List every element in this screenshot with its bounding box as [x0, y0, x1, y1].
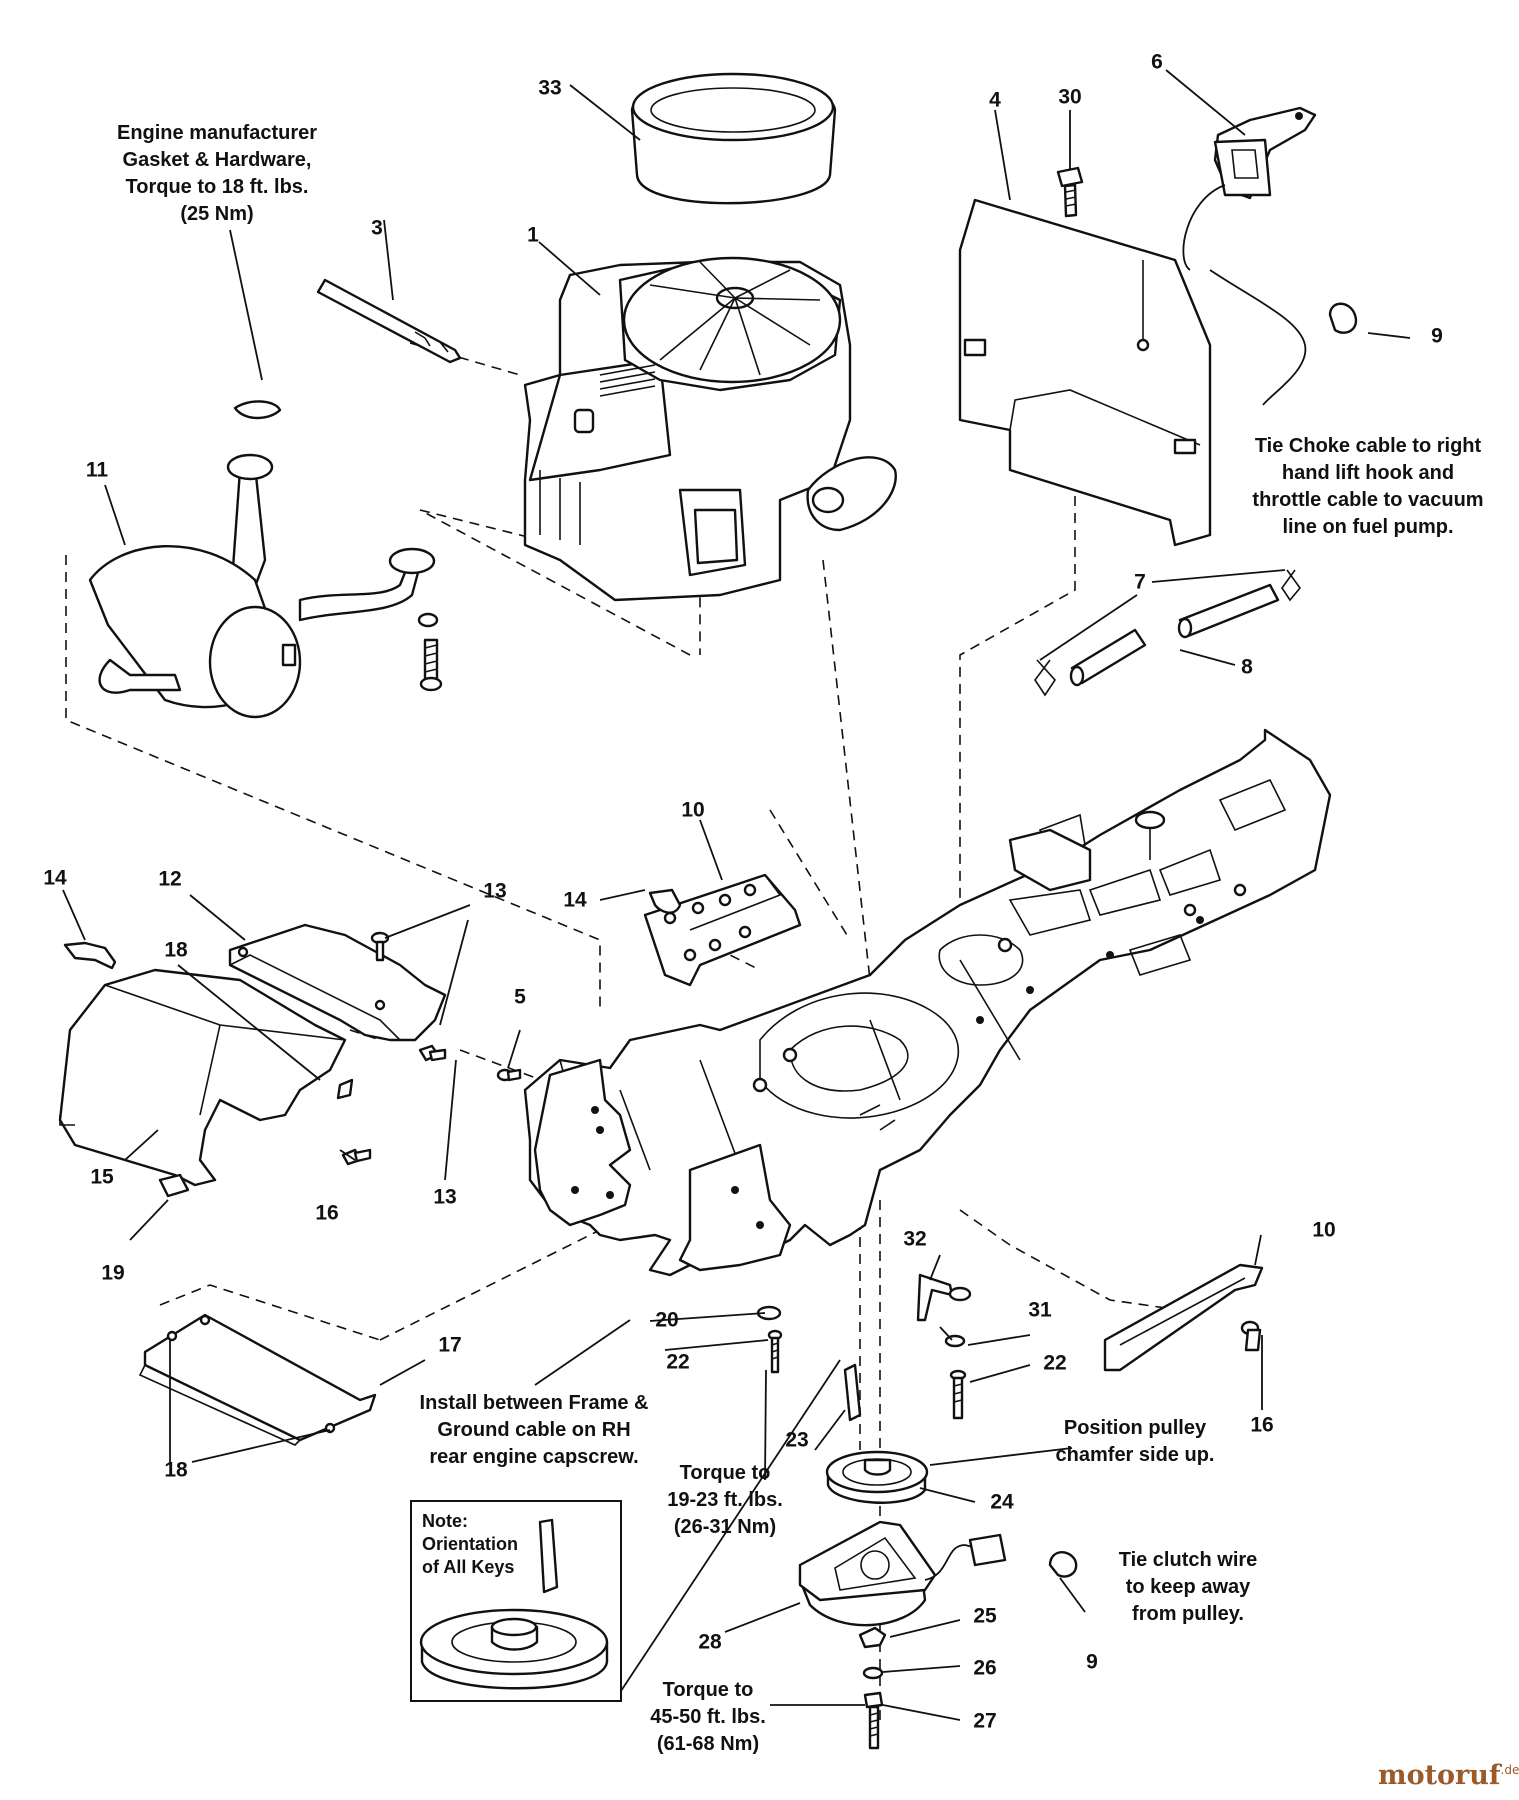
part-14-clip-upper: [648, 888, 682, 914]
part-28-clutch: [798, 1520, 1007, 1627]
label-part-6: 6: [1151, 50, 1163, 74]
label-part-22-left: 22: [666, 1350, 690, 1374]
part-30-bolt: [1056, 166, 1084, 218]
key-pulley-illustration: [419, 1518, 609, 1690]
label-part-32: 32: [903, 1227, 927, 1251]
label-part-9-upper: 9: [1431, 324, 1443, 348]
part-9-clip-upper: [1328, 302, 1358, 334]
part-7-cable-ties: [1034, 569, 1302, 697]
part-12-bracket: [228, 923, 447, 1042]
label-part-16-right: 16: [1250, 1413, 1274, 1437]
part-19-clip-nut: [158, 1173, 190, 1198]
part-22-bolt-right: [949, 1369, 967, 1420]
label-part-30: 30: [1058, 85, 1082, 109]
label-part-22-right: 22: [1043, 1351, 1067, 1375]
label-part-9-lower: 9: [1086, 1650, 1098, 1674]
part-24-pulley: [825, 1450, 929, 1504]
label-part-11: 11: [85, 458, 109, 482]
label-part-1: 1: [527, 223, 539, 247]
chassis-frame: [523, 728, 1332, 1277]
part-13-screw-upper: [370, 931, 390, 962]
label-part-23: 23: [785, 1428, 809, 1452]
label-part-24: 24: [990, 1490, 1014, 1514]
key-orientation-note-box: Note: Orientation of All Keys: [410, 1500, 622, 1702]
label-part-33: 33: [538, 76, 562, 100]
part-8-tubes: [1069, 583, 1280, 687]
note-ground-cable: Install between Frame & Ground cable on …: [419, 1392, 649, 1468]
label-part-18-upper: 18: [164, 938, 188, 962]
label-part-12: 12: [158, 867, 182, 891]
part-25-26-27-hardware: [858, 1626, 887, 1750]
label-part-31: 31: [1028, 1298, 1052, 1322]
label-part-18-lower: 18: [164, 1458, 188, 1482]
note-torque-19-23: Torque to 19-23 ft. lbs. (26-31 Nm): [667, 1462, 783, 1538]
part-5-screw: [496, 1068, 522, 1082]
label-part-3: 3: [371, 216, 383, 240]
part-33-heat-shield: [630, 72, 837, 205]
part-14-clip-left: [63, 941, 117, 970]
note-torque-45-50: Torque to 45-50 ft. lbs. (61-68 Nm): [650, 1679, 766, 1755]
note-pulley-position: Position pulley chamfer side up.: [1055, 1417, 1215, 1466]
label-part-17: 17: [438, 1333, 462, 1357]
label-part-8: 8: [1241, 655, 1253, 679]
key-orientation-note: Note: Orientation of All Keys: [422, 1511, 519, 1577]
note-tie-choke: Tie Choke cable to right hand lift hook …: [1252, 435, 1484, 538]
part-3-stud: [316, 278, 462, 364]
label-part-20: 20: [655, 1308, 679, 1332]
part-16-screw-left: [341, 1148, 372, 1166]
part-1-engine: [523, 256, 897, 602]
watermark-logo: motoruf.de: [1378, 1760, 1519, 1791]
part-32-wire: [916, 1273, 972, 1322]
label-part-10-upper: 10: [681, 798, 705, 822]
label-part-14-left: 14: [43, 866, 67, 890]
part-11-muffler: [88, 453, 436, 719]
label-part-10-right: 10: [1312, 1218, 1336, 1242]
label-part-15: 15: [90, 1165, 114, 1189]
label-part-7: 7: [1134, 570, 1146, 594]
part-10-bracket-upper: [643, 873, 802, 987]
label-part-14-upper: 14: [563, 888, 587, 912]
part-4-shield-plate: [958, 198, 1212, 547]
engine-gasket: [233, 400, 282, 420]
part-10-bracket-right: [1103, 1263, 1264, 1372]
label-part-4: 4: [989, 88, 1001, 112]
muffler-screw: [417, 612, 443, 692]
label-part-26: 26: [973, 1656, 997, 1680]
label-part-25: 25: [973, 1604, 997, 1628]
label-part-5: 5: [514, 985, 526, 1009]
part-16-screw-right: [1240, 1320, 1262, 1352]
note-engine-gasket: Engine manufacturer Gasket & Hardware, T…: [116, 122, 318, 225]
label-part-13-upper: 13: [483, 879, 507, 903]
label-part-19: 19: [101, 1261, 125, 1285]
label-part-16-left: 16: [315, 1201, 339, 1225]
label-part-27: 27: [973, 1709, 997, 1733]
label-part-28: 28: [698, 1630, 722, 1654]
part-13-screw-lower: [418, 1044, 447, 1062]
label-part-13-lower: 13: [433, 1185, 457, 1209]
note-tie-clutch: Tie clutch wire to keep away from pulley…: [1118, 1549, 1258, 1625]
part-17-plate: [138, 1313, 377, 1446]
part-23-key: [843, 1363, 862, 1422]
part-9-clip-lower: [1048, 1551, 1078, 1578]
part-22-bolt-left: [767, 1329, 783, 1374]
